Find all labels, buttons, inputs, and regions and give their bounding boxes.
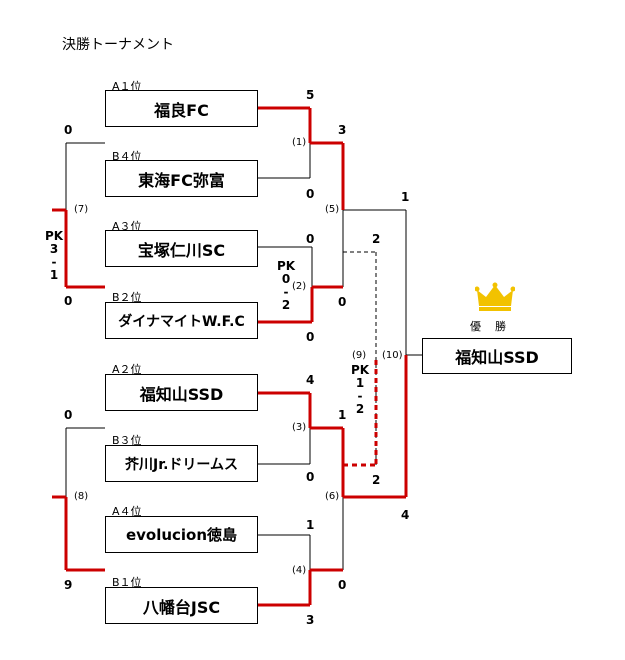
pk-score: 2 [281,298,291,312]
score: 0 [338,295,347,309]
pk-result-m9: PK 1 - 2 [350,364,370,416]
pk-result-m7: PK 3 - 1 [44,230,64,282]
pk-score: 3 [49,242,59,256]
match-number: (6) [325,491,340,502]
score: 3 [306,613,315,627]
score: 0 [338,578,347,592]
pk-separator: - [357,389,363,403]
team-seed: B１位 [112,576,142,589]
score: 0 [64,123,73,137]
score: 1 [338,408,347,422]
team-seed: A１位 [112,80,142,93]
champion-label: 優勝 [470,320,520,333]
match-number: (9) [352,350,367,361]
pk-score: 1 [49,268,59,282]
score: 2 [372,232,381,246]
match-number: (8) [74,491,89,502]
pk-score: 0 [281,272,291,286]
score: 3 [338,123,347,137]
match-number: (2) [292,281,307,292]
team-box: 福知山SSD [105,374,258,411]
score: 0 [306,330,315,344]
score: 4 [401,508,410,522]
team-seed: B２位 [112,291,142,304]
score: 4 [306,373,315,387]
score: 9 [64,578,73,592]
score: 0 [306,187,315,201]
team-seed: A３位 [112,220,142,233]
pk-result-m2: PK 0 - 2 [276,260,296,312]
team-box: evolucion徳島 [105,516,258,553]
match-number: (1) [292,137,307,148]
match-number: (5) [325,204,340,215]
match-number: (7) [74,204,89,215]
score: 5 [306,88,315,102]
score: 0 [64,294,73,308]
team-seed: B４位 [112,150,142,163]
team-box: ダイナマイトW.F.C [105,302,258,339]
match-number: (3) [292,422,307,433]
pk-score: 2 [355,402,365,416]
pk-separator: - [51,255,57,269]
pk-separator: - [283,285,289,299]
score: 0 [64,408,73,422]
score: 2 [372,473,381,487]
pk-label: PK [44,229,64,243]
champion-box: 福知山SSD [422,338,572,374]
match-number: (10) [382,350,403,361]
team-box: 東海FC弥富 [105,160,258,197]
score: 1 [401,190,410,204]
pk-label: PK [276,259,296,273]
score: 0 [306,470,315,484]
team-seed: B３位 [112,434,142,447]
score: 1 [306,518,315,532]
team-seed: A４位 [112,505,142,518]
crown-icon [475,282,515,311]
team-seed: A２位 [112,363,142,376]
page-title: 決勝トーナメント [62,37,174,53]
team-box: 八幡台JSC [105,587,258,624]
pk-label: PK [350,363,370,377]
pk-score: 1 [355,376,365,390]
team-box: 宝塚仁川SC [105,230,258,267]
score: 0 [306,232,315,246]
team-box: 福良FC [105,90,258,127]
match-number: (4) [292,565,307,576]
team-box: 芥川Jr.ドリームス [105,445,258,482]
